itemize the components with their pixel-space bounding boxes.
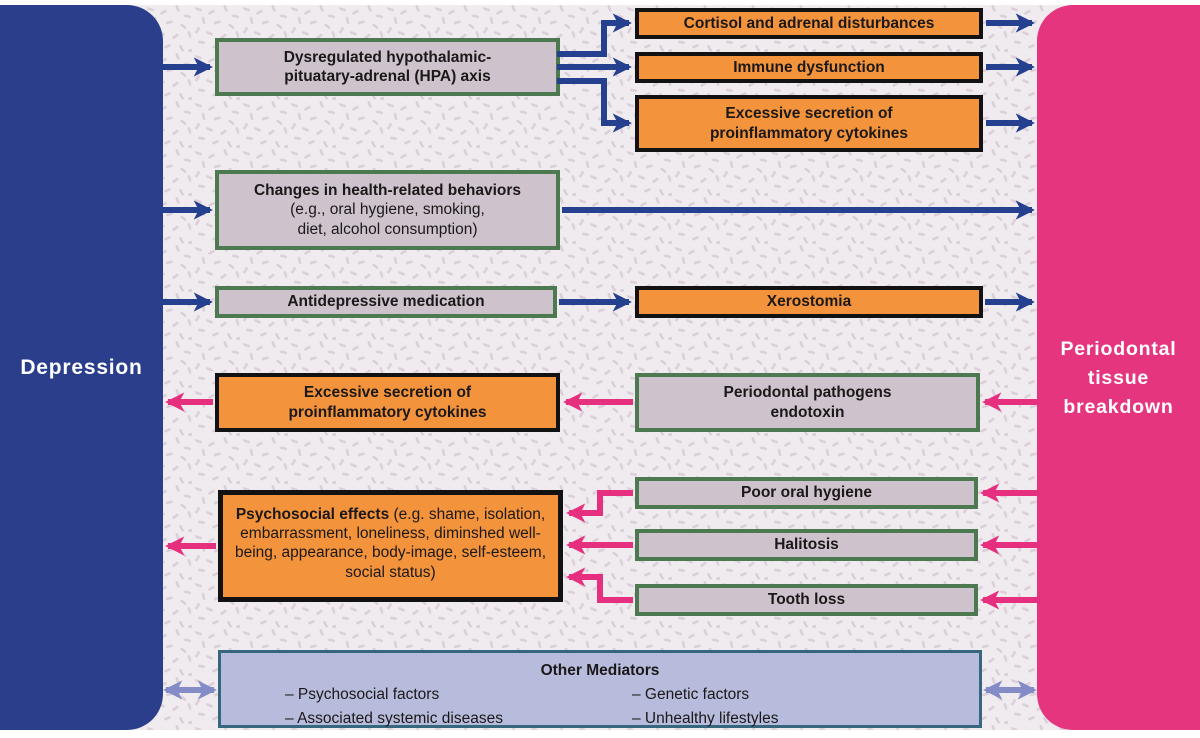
- depression-column: Depression: [0, 5, 163, 730]
- antidepressive-label: Antidepressive medication: [287, 293, 485, 311]
- cytokines-mid-line2: proinflammatory cytokines: [288, 403, 487, 421]
- cortisol-box: Cortisol and adrenal disturbances: [635, 8, 983, 39]
- other-mediators-list: – Psychosocial factors – Associated syst…: [221, 683, 979, 731]
- xerostomia-box: Xerostomia: [635, 286, 983, 318]
- cytokines-top-box: Excessive secretion of proinflammatory c…: [635, 95, 983, 152]
- psychosocial-detail: (e.g. shame, isolation, embarrassment, l…: [234, 506, 547, 581]
- hpa-line2: pituatary-adrenal (HPA) axis: [284, 68, 491, 85]
- behaviors-detail-line1: (e.g., oral hygiene, smoking,: [290, 201, 485, 219]
- mediator-item: – Unhealthy lifestyles: [632, 710, 779, 728]
- behaviors-detail-line2: diet, alcohol consumption): [297, 220, 478, 238]
- psychosocial-title: Psychosocial effects: [235, 506, 390, 523]
- behaviors-title: Changes in health-related behaviors: [253, 182, 521, 200]
- cytokines-top-line2: proinflammatory cytokines: [709, 124, 909, 142]
- pathogens-line2: endotoxin: [770, 403, 845, 421]
- mediators-column-left: – Psychosocial factors – Associated syst…: [221, 683, 600, 731]
- cytokines-mid-line1: Excessive secretion of: [303, 384, 472, 402]
- cytokines-mid-box: Excessive secretion of proinflammatory c…: [215, 373, 560, 432]
- poor-hygiene-box: Poor oral hygiene: [635, 477, 978, 509]
- other-mediators-title: Other Mediators: [540, 662, 660, 679]
- xerostomia-label: Xerostomia: [766, 293, 852, 311]
- halitosis-label: Halitosis: [774, 536, 839, 554]
- pathogens-box: Periodontal pathogens endotoxin: [635, 373, 980, 432]
- poor-hygiene-label: Poor oral hygiene: [741, 484, 872, 502]
- hpa-box: Dysregulated hypothalamic- pituatary-adr…: [215, 38, 560, 96]
- mediator-item: – Genetic factors: [632, 686, 750, 704]
- cortisol-label: Cortisol and adrenal disturbances: [683, 14, 935, 32]
- behaviors-box: Changes in health-related behaviors (e.g…: [215, 170, 560, 250]
- psychosocial-text: Psychosocial effects (e.g. shame, isolat…: [233, 505, 548, 582]
- other-mediators-box: Other Mediators – Psychosocial factors –…: [218, 650, 982, 728]
- mediator-item: – Associated systemic diseases: [285, 710, 503, 728]
- pathogens-line1: Periodontal pathogens: [723, 384, 892, 402]
- hpa-line1: Dysregulated hypothalamic-: [283, 48, 492, 66]
- immune-label: Immune dysfunction: [733, 58, 885, 76]
- tooth-loss-label: Tooth loss: [767, 591, 846, 609]
- mediator-item: – Psychosocial factors: [285, 686, 440, 704]
- antidepressive-box: Antidepressive medication: [215, 286, 557, 318]
- periodontal-column: Periodontal tissue breakdown: [1037, 5, 1200, 730]
- tooth-loss-box: Tooth loss: [635, 584, 978, 616]
- immune-box: Immune dysfunction: [635, 52, 983, 83]
- cytokines-top-line1: Excessive secretion of: [725, 105, 893, 123]
- mediators-column-right: – Genetic factors – Unhealthy lifestyles: [600, 683, 979, 731]
- periodontal-label: Periodontal tissue breakdown: [1060, 337, 1177, 419]
- halitosis-box: Halitosis: [635, 529, 978, 561]
- speckled-background: [0, 5, 1200, 730]
- depression-label: Depression: [20, 355, 143, 379]
- psychosocial-box: Psychosocial effects (e.g. shame, isolat…: [218, 490, 563, 602]
